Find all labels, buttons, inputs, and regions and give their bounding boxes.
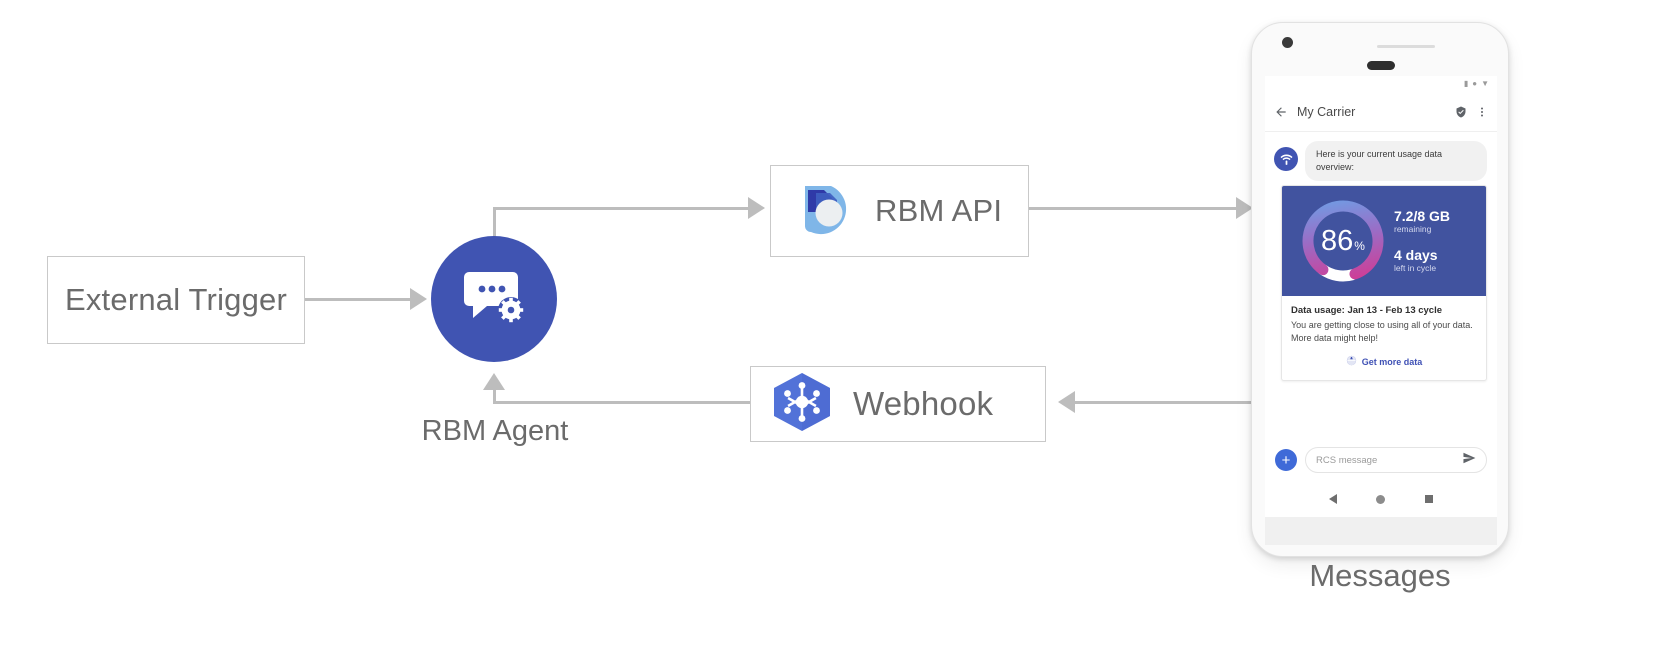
rbm-agent-node[interactable] — [431, 236, 557, 362]
front-camera-icon — [1282, 37, 1293, 48]
rbm-api-node[interactable]: RBM API — [770, 165, 1029, 257]
connector-webhook-to-agent — [493, 401, 751, 404]
gauge-value: 86 % — [1296, 194, 1390, 288]
connector-trigger-to-agent — [305, 298, 410, 301]
card-description-line-2: More data might help! — [1291, 332, 1379, 343]
webhook-label: Webhook — [853, 385, 994, 422]
signal-icon: ▮ — [1463, 79, 1469, 88]
arrowhead-rbmapi-to-device — [1236, 197, 1253, 219]
stat-data-remaining: 7.2/8 GB remaining — [1394, 207, 1486, 235]
arrowhead-webhook-to-agent — [483, 373, 505, 390]
back-arrow-icon[interactable] — [1274, 105, 1288, 119]
gauge-unit: % — [1354, 238, 1365, 253]
gauge-number: 86 — [1321, 224, 1354, 257]
stat-value: 4 days — [1394, 246, 1438, 263]
device-caption: Messages — [1309, 558, 1451, 593]
status-bar: ▮ ● ▼ — [1265, 76, 1497, 92]
wifi-icon: ● — [1472, 79, 1478, 88]
data-usage-gauge: 86 % — [1296, 194, 1390, 288]
arrowhead-trigger-to-agent — [410, 288, 427, 310]
stat-caption: left in cycle — [1394, 262, 1437, 273]
android-nav-bar — [1265, 485, 1497, 513]
incoming-message-bubble: Here is your current usage data overview… — [1305, 141, 1487, 181]
card-media: 86 % 7.2/8 GB remaining 4 days le — [1282, 186, 1486, 296]
card-description-line-1: You are getting close to using all of yo… — [1291, 320, 1473, 330]
device-screen: ▮ ● ▼ My Carrier — [1265, 76, 1497, 517]
connector-agent-up — [493, 207, 496, 239]
external-trigger-label: External Trigger — [64, 282, 288, 317]
app-bar: My Carrier — [1265, 92, 1497, 132]
battery-icon: ▼ — [1481, 79, 1489, 88]
rbm-api-logo-icon — [791, 176, 857, 247]
sensor-strip — [1377, 45, 1435, 48]
rcs-message-input[interactable]: RCS message — [1305, 447, 1487, 473]
nav-recents-icon[interactable] — [1425, 495, 1434, 503]
stat-caption: remaining — [1394, 223, 1432, 234]
carrier-wifi-avatar-icon — [1274, 147, 1298, 171]
stat-value: 7.2/8 GB — [1394, 207, 1451, 224]
chat-gear-icon — [461, 266, 527, 333]
connector-device-to-webhook — [1075, 401, 1255, 404]
connector-rbmapi-to-device — [1029, 207, 1236, 210]
rich-card[interactable]: 86 % 7.2/8 GB remaining 4 days le — [1281, 185, 1487, 381]
plus-icon[interactable]: + — [1275, 449, 1297, 471]
nav-home-icon[interactable] — [1376, 494, 1386, 504]
conversation-title: My Carrier — [1297, 104, 1356, 119]
send-icon[interactable] — [1462, 451, 1476, 470]
connector-agent-to-rbmapi — [493, 207, 748, 210]
device-mockup: ▮ ● ▼ My Carrier — [1251, 22, 1509, 557]
earpiece-speaker — [1367, 61, 1395, 70]
card-stats: 7.2/8 GB remaining 4 days left in cycle — [1394, 186, 1486, 296]
card-body: Data usage: Jan 13 - Feb 13 cycle You ar… — [1282, 296, 1486, 380]
device-chin — [1265, 517, 1497, 545]
rbm-api-label: RBM API — [875, 193, 1003, 228]
card-title: Data usage: Jan 13 - Feb 13 cycle — [1291, 305, 1443, 316]
more-vertical-icon[interactable] — [1476, 106, 1488, 118]
connector-agent-up-tail — [493, 390, 496, 402]
arrowhead-agent-to-rbmapi — [748, 197, 765, 219]
rbm-agent-caption: RBM Agent — [421, 415, 569, 447]
message-composer: + RCS message — [1265, 439, 1497, 481]
globe-icon — [1346, 353, 1357, 371]
cloud-functions-hexagon-icon — [767, 369, 837, 440]
rcs-message-placeholder: RCS message — [1316, 454, 1378, 466]
webhook-node[interactable]: Webhook — [750, 366, 1046, 442]
arrowhead-device-to-webhook — [1058, 391, 1075, 413]
verified-shield-icon[interactable] — [1455, 106, 1467, 118]
get-more-data-button[interactable]: Get more data — [1291, 353, 1477, 373]
nav-back-icon[interactable] — [1328, 494, 1337, 504]
stat-days-left: 4 days left in cycle — [1394, 246, 1486, 274]
get-more-data-label: Get more data — [1361, 357, 1423, 367]
external-trigger-node[interactable]: External Trigger — [47, 256, 305, 344]
conversation-thread[interactable]: Here is your current usage data overview… — [1265, 133, 1497, 458]
